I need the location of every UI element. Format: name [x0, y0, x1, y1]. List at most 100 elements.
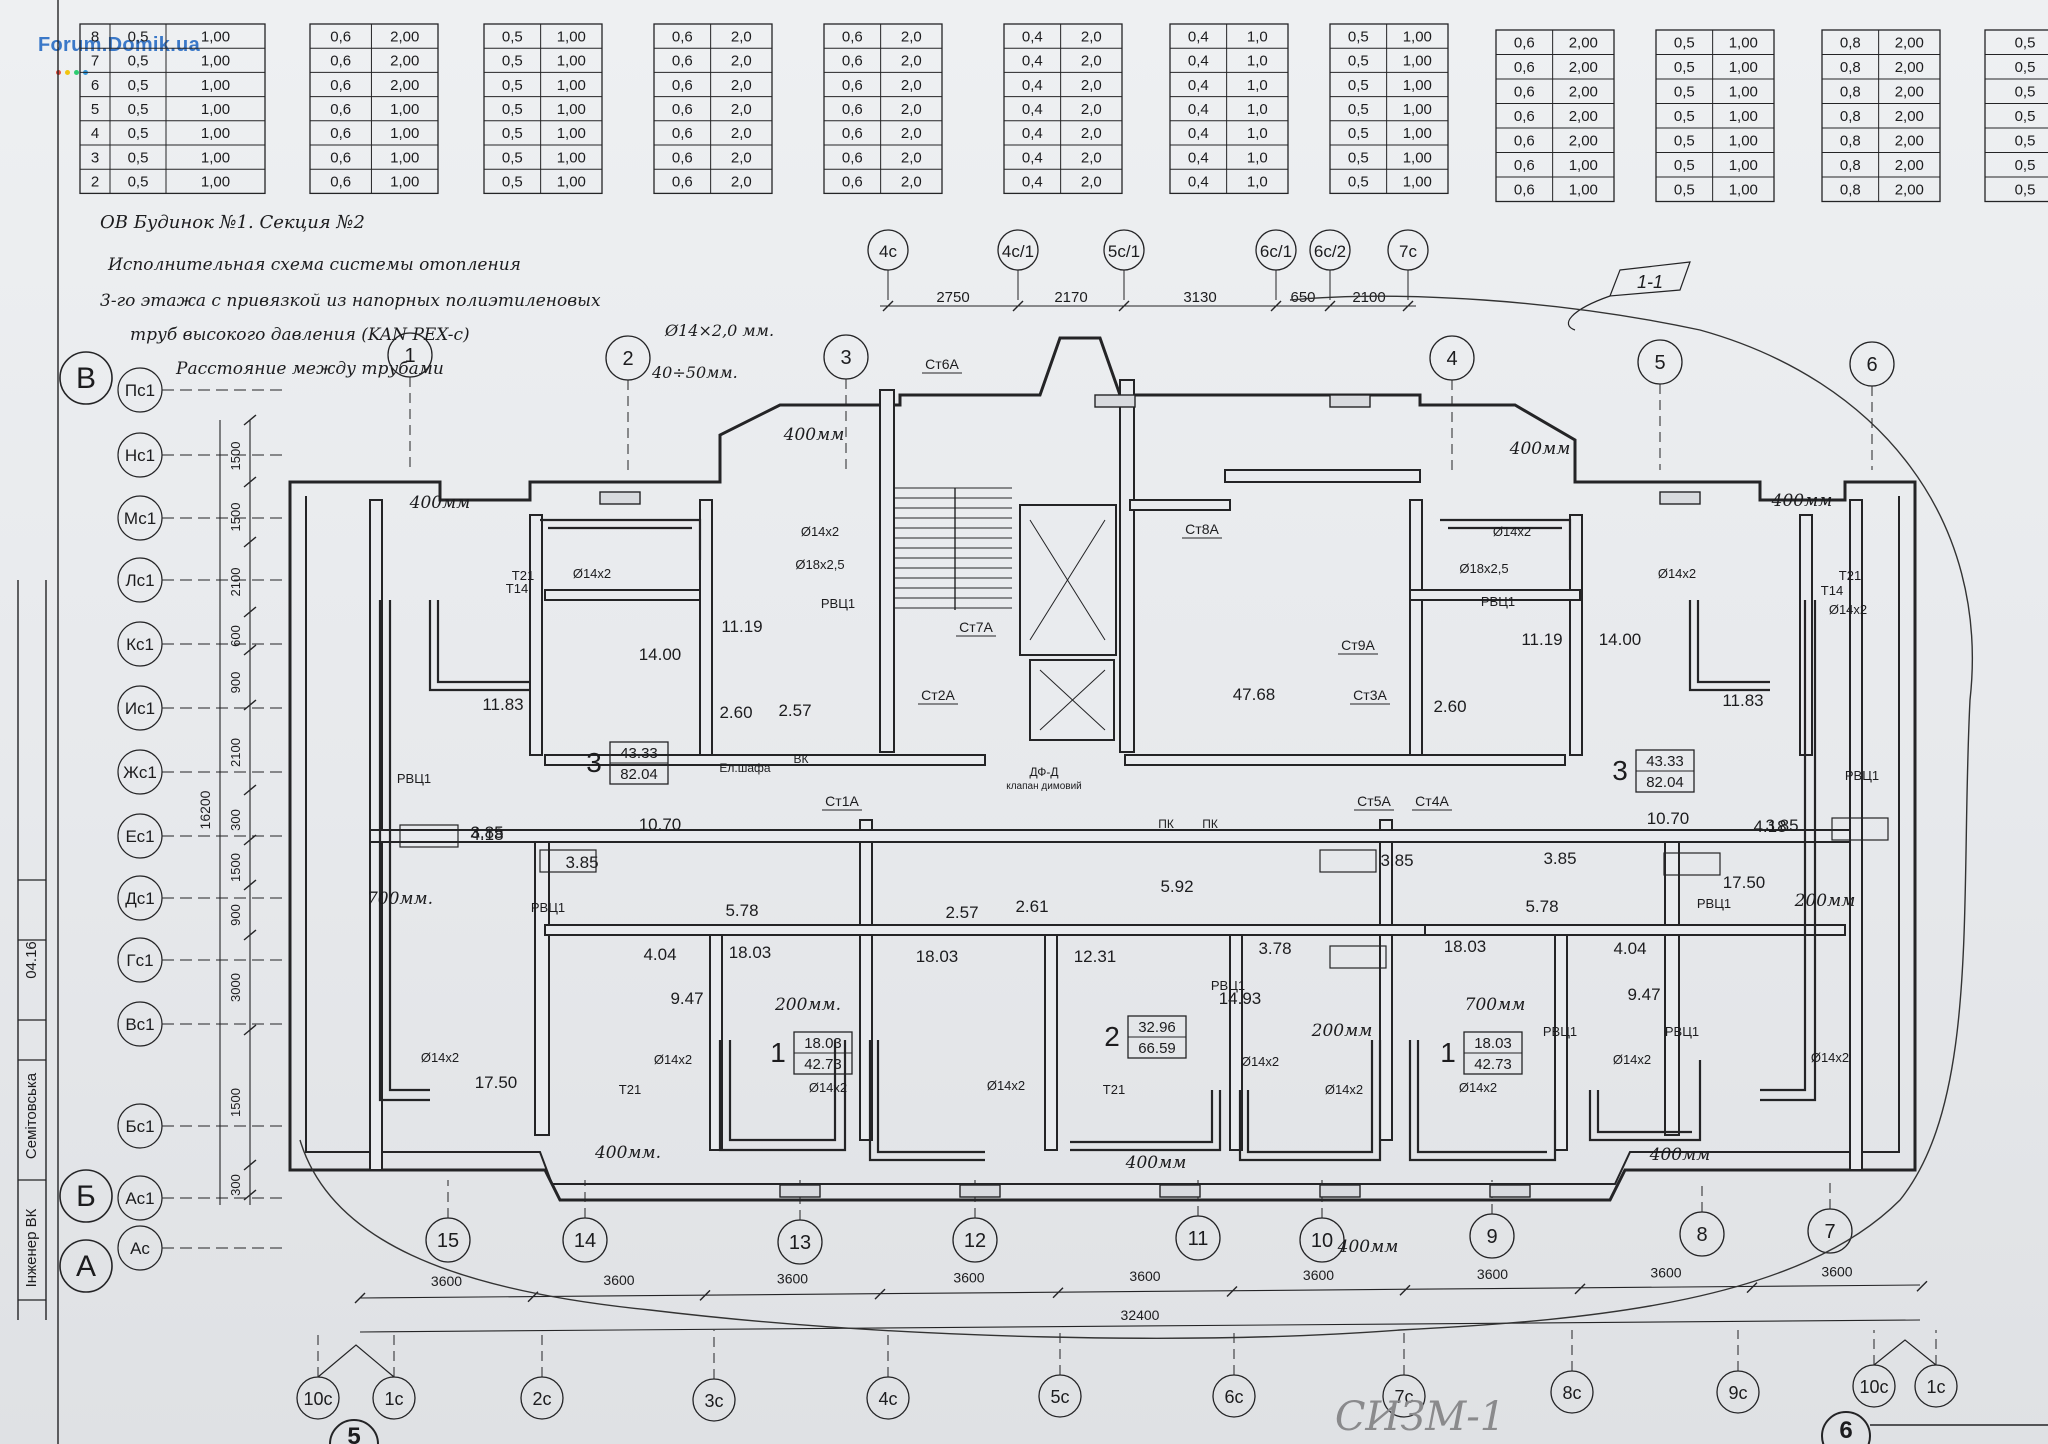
axis-label: 10c — [1859, 1377, 1888, 1397]
dimension-label: 3600 — [1129, 1268, 1160, 1284]
note-line: труб высокого давления (KAN PEX-c) — [130, 325, 470, 345]
table-cell: 0,5 — [502, 101, 523, 118]
table-cell: 1,00 — [201, 77, 230, 94]
partition — [544, 589, 701, 601]
dimension-label: 3600 — [1477, 1266, 1508, 1282]
table-cell: 0,5 — [128, 77, 149, 94]
row-letter-bubble — [59, 1239, 113, 1293]
table-cell: 0,5 — [1348, 125, 1369, 142]
table-cell: 0,6 — [672, 53, 693, 70]
table-cell: 1,00 — [1403, 149, 1432, 166]
table-cell: 1,00 — [1403, 101, 1432, 118]
row-letter: В — [76, 362, 96, 395]
pipe-label: РВЦ1 — [397, 771, 431, 786]
room-area: 11.19 — [721, 617, 762, 636]
table-cell: 2,0 — [1081, 28, 1102, 45]
row-axes: Пс1Нс1Мс1Лс1Кс1Ис1Жс1Ес1Дс1Гс1Вс1Бс1Ас1А… — [117, 367, 285, 1271]
row-axis-label: Кс1 — [126, 635, 154, 654]
row-letter: Б — [76, 1180, 96, 1213]
dim-tick — [243, 879, 257, 891]
dim-tick — [882, 300, 894, 312]
table-cell: 0,5 — [2015, 59, 2036, 76]
table-cell: 2,0 — [1081, 174, 1102, 191]
table-cell: 0,6 — [330, 125, 351, 142]
misc-label: ДФ-Д — [1029, 765, 1058, 779]
table-frame — [1003, 23, 1123, 195]
table-cell: 1,00 — [201, 53, 230, 70]
bathroom-box — [1319, 849, 1377, 873]
table-cell: 2,00 — [1895, 35, 1924, 52]
table-cell: 2,00 — [390, 77, 419, 94]
pipe-label: РВЦ1 — [1211, 978, 1245, 993]
table-cell: 0,5 — [2015, 182, 2036, 199]
table-frame — [1821, 29, 1941, 203]
note-line: 3-го этажа с привязкой из напорных полиэ… — [100, 291, 601, 311]
row-axis-label: Ас1 — [125, 1189, 154, 1208]
pipe-label: РВЦ1 — [821, 596, 855, 611]
table-cell: 2,0 — [901, 77, 922, 94]
table-cell: 2,0 — [1081, 101, 1102, 118]
distance-note: 200мм — [1311, 1021, 1373, 1041]
table-cell: 1,00 — [201, 174, 230, 191]
table-cell: 0,5 — [1348, 28, 1369, 45]
table-cell: 0,6 — [842, 77, 863, 94]
partition — [1044, 929, 1058, 1151]
axis-label: 11 — [1188, 1228, 1209, 1250]
row-dimension: 2100 — [228, 568, 243, 597]
note-line: Расстояние между трубами — [175, 359, 444, 379]
row-axis-label: Гс1 — [126, 951, 153, 970]
table-cell: 1,0 — [1247, 125, 1268, 142]
partition — [699, 499, 713, 761]
partition — [1664, 834, 1680, 1136]
pipe-loop — [1070, 1090, 1222, 1152]
dim-tick — [1270, 300, 1282, 312]
bottom-bubble — [329, 1419, 379, 1444]
table-cell: 0,8 — [1840, 35, 1861, 52]
apartment-living-area: 18.03 — [1474, 1035, 1512, 1052]
table-cell: 0,4 — [1188, 28, 1209, 45]
axis-label: 2c — [532, 1389, 551, 1409]
table-cell: 1,0 — [1247, 28, 1268, 45]
riser-label: Ст6А — [925, 356, 959, 372]
apartment-number: 3 — [1612, 755, 1628, 786]
room-area: 3.85 — [1543, 849, 1576, 868]
pipe-label: Т21 — [1103, 1082, 1125, 1097]
room-area: 18.03 — [1444, 937, 1487, 956]
table-cell: 1,00 — [557, 101, 586, 118]
total-dimension: 32400 — [1121, 1307, 1160, 1323]
table-cell: 0,6 — [1514, 59, 1535, 76]
table-cell: 4 — [91, 125, 99, 142]
table-cell: 2,0 — [731, 53, 752, 70]
window — [1159, 1184, 1201, 1198]
row-axis-label: Дс1 — [125, 889, 154, 908]
row-dimension: 3000 — [228, 973, 243, 1002]
dim-tick — [1052, 1287, 1064, 1299]
table-cell: 0,6 — [672, 125, 693, 142]
dim-tick — [243, 606, 257, 618]
row-letter-bubble — [59, 1169, 113, 1223]
room-area: 2.60 — [719, 703, 752, 722]
table-cell: 1,00 — [1403, 125, 1432, 142]
table-cell: 1,00 — [1403, 77, 1432, 94]
pipe-label: Ø14x2 — [1613, 1052, 1651, 1067]
axis-label: 12 — [964, 1230, 986, 1252]
apartment-living-area: 43.33 — [620, 745, 658, 762]
pipe-label: Ø14x2 — [1241, 1054, 1279, 1069]
dim-tick — [1012, 300, 1024, 312]
dimension-label: 3600 — [777, 1271, 808, 1287]
room-area: 3.85 — [470, 823, 503, 842]
apartment-living-area: 43.33 — [1646, 753, 1684, 770]
dim-tick — [243, 536, 257, 548]
axis-label: 2 — [622, 348, 633, 370]
room-area: 18.03 — [729, 943, 772, 962]
distance-note: 400мм — [1337, 1237, 1399, 1257]
dim-tick — [1399, 1284, 1411, 1296]
table-cell: 2,0 — [901, 149, 922, 166]
room-area: 17.50 — [1723, 873, 1766, 892]
title-block-text: 04.16 — [23, 941, 40, 979]
table-cell: 0,6 — [842, 174, 863, 191]
pipe-label: Ø14x2 — [421, 1050, 459, 1065]
